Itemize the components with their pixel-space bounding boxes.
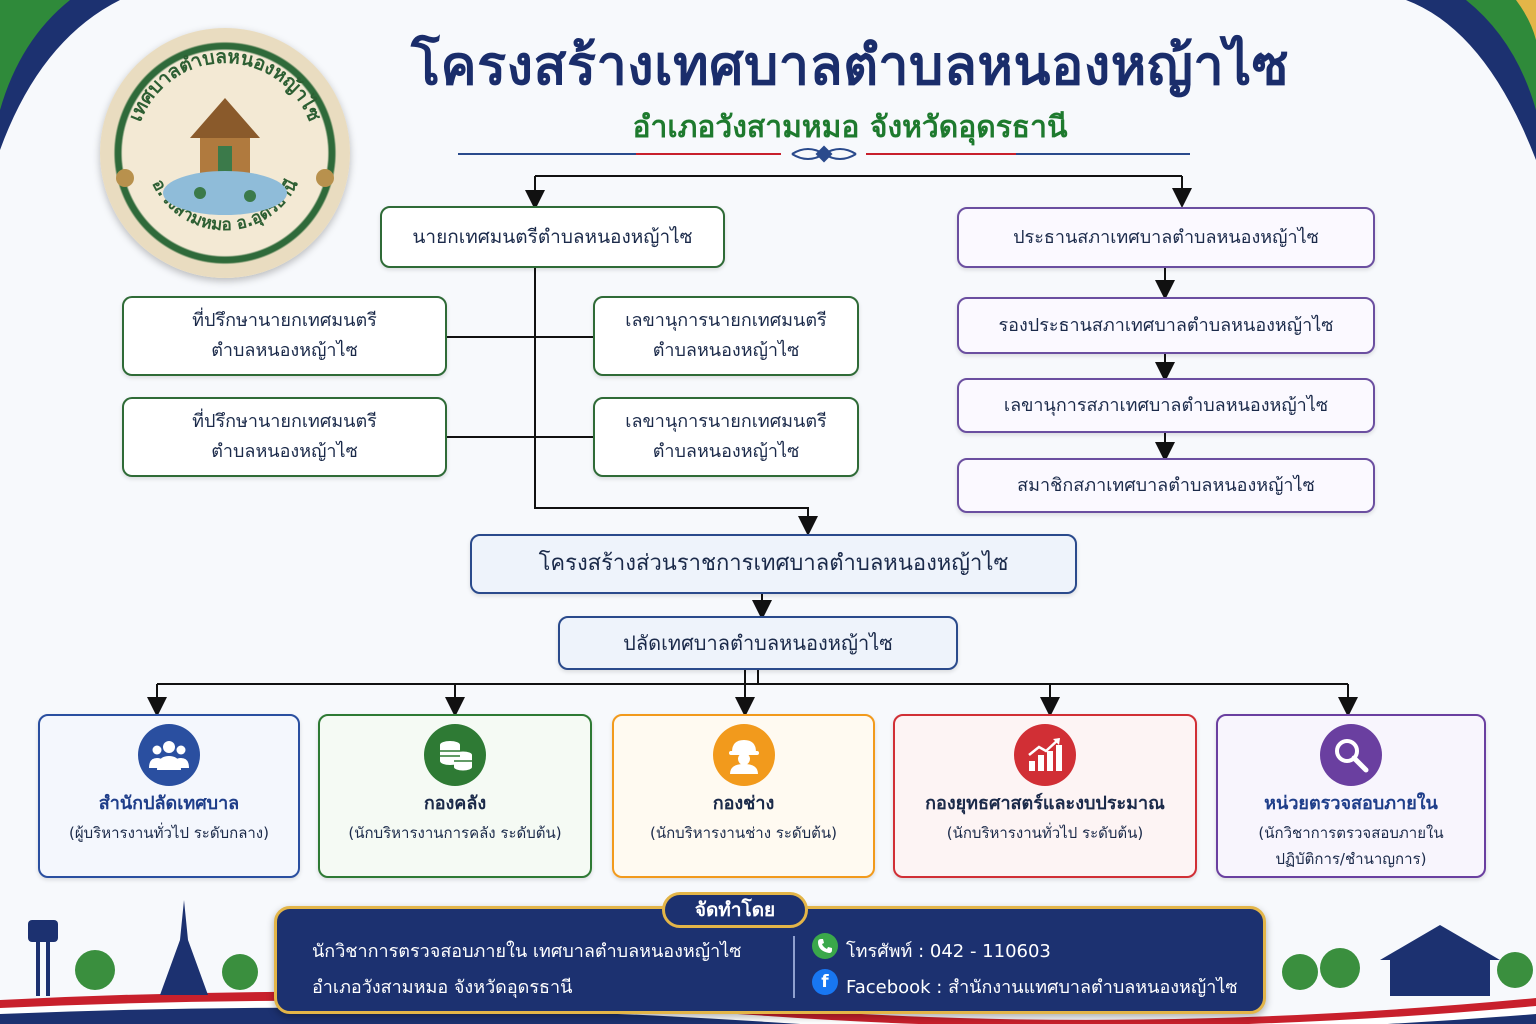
mayor-label: นายกเทศมนตรีตำบลหนองหญ้าไซ bbox=[412, 226, 693, 248]
department-card-office: สำนักปลัดเทศบาล (ผู้บริหารงานทั่วไป ระดั… bbox=[38, 714, 300, 878]
facebook-icon[interactable]: f bbox=[812, 969, 838, 995]
municipal-clerk-box: ปลัดเทศบาลตำบลหนองหญ้าไซ bbox=[558, 616, 958, 670]
department-head-position-line-1: (นักวิชาการตรวจสอบภายใน bbox=[1258, 824, 1444, 842]
advisor-1-line-1: ที่ปรึกษานายกเทศมนตรี bbox=[192, 310, 377, 331]
footer-author-line-2: อำเภอวังสามหมอ จังหวัดอุดรธานี bbox=[312, 977, 573, 998]
secretary-1-line-1: เลขานุการนายกเทศมนตรี bbox=[625, 310, 827, 331]
secretary-box-1: เลขานุการนายกเทศมนตรี ตำบลหนองหญ้าไซ bbox=[593, 296, 859, 376]
footer-facebook-link[interactable]: Facebook : สำนักงานแทศบาลตำบลหนองหญ้าไซ bbox=[846, 977, 1238, 998]
advisor-2-line-1: ที่ปรึกษานายกเทศมนตรี bbox=[192, 411, 377, 432]
admin-structure-box: โครงสร้างส่วนราชการเทศบาลตำบลหนองหญ้าไซ bbox=[470, 534, 1077, 594]
secretary-1-line-2: ตำบลหนองหญ้าไซ bbox=[652, 340, 800, 361]
footer-phone: โทรศัพท์ : 042 - 110603 bbox=[846, 941, 1051, 962]
page-subtitle: อำเภอวังสามหมอ จังหวัดอุดรธานี bbox=[632, 110, 1068, 145]
council-chair-label: ประธานสภาเทศบาลตำบลหนองหญ้าไซ bbox=[1013, 226, 1319, 248]
phone-icon bbox=[812, 933, 838, 959]
secretary-box-2: เลขานุการนายกเทศมนตรี ตำบลหนองหญ้าไซ bbox=[593, 397, 859, 477]
department-head-position: (นักบริหารงานช่าง ระดับต้น) bbox=[649, 824, 838, 842]
council-secretary-label: เลขานุการสภาเทศบาลตำบลหนองหญ้าไซ bbox=[1003, 394, 1329, 416]
department-head-position: (นักบริหารงานการคลัง ระดับต้น) bbox=[348, 824, 562, 842]
secretary-2-line-1: เลขานุการนายกเทศมนตรี bbox=[625, 411, 827, 432]
advisor-box-2: ที่ปรึกษานายกเทศมนตรี ตำบลหนองหญ้าไซ bbox=[122, 397, 447, 477]
mayor-box: นายกเทศมนตรีตำบลหนองหญ้าไซ bbox=[380, 206, 725, 268]
department-name: กองช่าง bbox=[712, 793, 775, 814]
corner-wave-decoration bbox=[0, 0, 120, 150]
department-card-internal-audit: หน่วยตรวจสอบภายใน (นักวิชาการตรวจสอบภายใ… bbox=[1216, 714, 1486, 878]
council-vice-chair-box: รองประธานสภาเทศบาลตำบลหนองหญ้าไซ bbox=[957, 297, 1375, 354]
department-name: กองยุทธศาสตร์และงบประมาณ bbox=[925, 793, 1165, 814]
municipality-seal-emblem: เทศบาลตำบลหนองหญ้าไซ อ.วังสามหมอ อ.อุดรธ… bbox=[100, 28, 350, 278]
department-card-engineering: กองช่าง (นักบริหารงานช่าง ระดับต้น) bbox=[612, 714, 875, 878]
council-secretary-box: เลขานุการสภาเทศบาลตำบลหนองหญ้าไซ bbox=[957, 378, 1375, 433]
magnifier-icon bbox=[1320, 724, 1382, 786]
advisor-box-1: ที่ปรึกษานายกเทศมนตรี ตำบลหนองหญ้าไซ bbox=[122, 296, 447, 376]
municipal-clerk-label: ปลัดเทศบาลตำบลหนองหญ้าไซ bbox=[623, 631, 893, 655]
footer-divider bbox=[793, 936, 795, 998]
council-chair-box: ประธานสภาเทศบาลตำบลหนองหญ้าไซ bbox=[957, 207, 1375, 268]
coins-icon bbox=[424, 724, 486, 786]
council-member-label: สมาชิกสภาเทศบาลตำบลหนองหญ้าไซ bbox=[1017, 474, 1315, 496]
department-name: กองคลัง bbox=[423, 793, 487, 814]
department-name: หน่วยตรวจสอบภายใน bbox=[1264, 793, 1438, 814]
department-name: สำนักปลัดเทศบาล bbox=[98, 793, 240, 814]
secretary-2-line-2: ตำบลหนองหญ้าไซ bbox=[652, 441, 800, 462]
corner-wave-decoration bbox=[1406, 0, 1536, 160]
advisor-2-line-2: ตำบลหนองหญ้าไซ bbox=[211, 441, 358, 462]
title-divider-ornament bbox=[458, 145, 1190, 163]
footer-author-line-1: นักวิชาการตรวจสอบภายใน เทศบาลตำบลหนองหญ้… bbox=[312, 941, 742, 962]
prepared-by-badge: จัดทำโดย bbox=[662, 892, 808, 928]
department-head-position-line-2: ปฏิบัติการ/ชำนาญการ) bbox=[1275, 850, 1427, 868]
department-card-strategy: กองยุทธศาสตร์และงบประมาณ (นักบริหารงานทั… bbox=[893, 714, 1197, 878]
department-card-finance: กองคลัง (นักบริหารงานการคลัง ระดับต้น) bbox=[318, 714, 592, 878]
engineer-icon bbox=[712, 724, 775, 786]
department-head-position: (นักบริหารงานทั่วไป ระดับต้น) bbox=[946, 824, 1144, 842]
advisor-1-line-2: ตำบลหนองหญ้าไซ bbox=[211, 340, 358, 361]
growth-chart-icon bbox=[1014, 724, 1076, 786]
council-vice-chair-label: รองประธานสภาเทศบาลตำบลหนองหญ้าไซ bbox=[998, 314, 1334, 336]
admin-structure-label: โครงสร้างส่วนราชการเทศบาลตำบลหนองหญ้าไซ bbox=[538, 551, 1009, 576]
page-title: โครงสร้างเทศบาลตำบลหนองหญ้าไซ bbox=[411, 34, 1289, 97]
department-head-position: (นักวิชาการตรวจสอบภายใน ปฏิบัติการ/ชำนาญ… bbox=[1226, 820, 1476, 872]
department-head-position: (ผู้บริหารงานทั่วไป ระดับกลาง) bbox=[69, 824, 269, 842]
council-member-box: สมาชิกสภาเทศบาลตำบลหนองหญ้าไซ bbox=[957, 458, 1375, 513]
people-icon bbox=[138, 724, 200, 786]
